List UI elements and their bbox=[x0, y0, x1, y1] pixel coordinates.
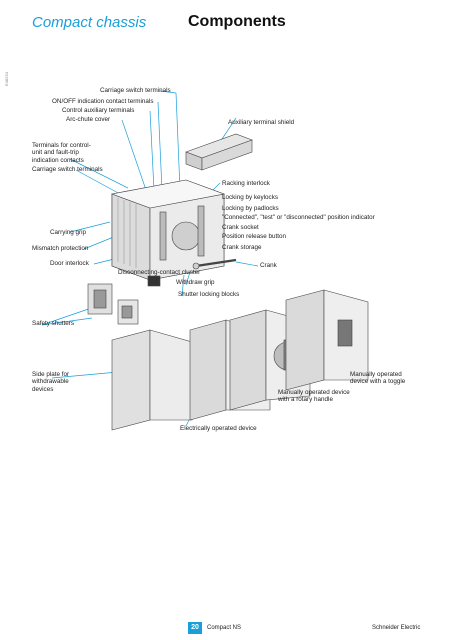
label-carrying-grip: Carrying grip bbox=[50, 229, 87, 236]
label-manual-toggle: Manually operated device with a toggle bbox=[350, 371, 406, 386]
label-onoff-indication: ON/OFF indication contact terminals bbox=[52, 98, 154, 105]
label-locking-padlocks: Locking by padlocks bbox=[222, 205, 279, 212]
label-mismatch-protection: Mismatch protection bbox=[32, 245, 89, 252]
label-locking-keylocks: Locking by keylocks bbox=[222, 194, 278, 201]
label-crank: Crank bbox=[260, 262, 277, 269]
label-arc-chute-cover: Arc-chute cover bbox=[66, 116, 111, 123]
crank-drawing bbox=[192, 258, 237, 270]
label-auxiliary-terminal-shield: Auxiliary terminal shield bbox=[228, 119, 295, 126]
label-withdraw-grip: Withdraw grip bbox=[176, 279, 215, 286]
label-door-interlock: Door interlock bbox=[50, 260, 89, 267]
chassis-drawing bbox=[110, 179, 226, 281]
label-racking-interlock: Racking interlock bbox=[222, 180, 270, 187]
label-position-indicator: "Connected", "test" or "disconnected" po… bbox=[222, 214, 375, 221]
label-position-release: Position release button bbox=[222, 233, 287, 240]
label-side-plate: Side plate for withdrawable devices bbox=[32, 371, 70, 393]
side-plate-drawing bbox=[111, 329, 193, 431]
label-manual-rotary: Manually operated device with a rotary h… bbox=[278, 389, 350, 404]
toggle-device-drawing bbox=[285, 289, 369, 391]
label-electrically-operated: Electrically operated device bbox=[180, 425, 257, 432]
label-shutter-locking: Shutter locking blocks bbox=[178, 291, 240, 298]
label-carriage-switch-terminals-left: Carriage switch terminals bbox=[32, 166, 103, 173]
cluster-drawing bbox=[87, 275, 161, 325]
label-terminals-control-unit: Terminals for control-unit and fault-tri… bbox=[32, 142, 91, 164]
label-crank-storage: Crank storage bbox=[222, 244, 262, 251]
footer-product: Compact NS bbox=[207, 625, 242, 631]
auxiliary-terminal-shield-drawing bbox=[185, 133, 253, 171]
section-title: Compact chassis bbox=[32, 14, 147, 31]
label-crank-socket: Crank socket bbox=[222, 224, 259, 231]
label-control-auxiliary: Control auxiliary terminals bbox=[62, 107, 135, 114]
label-disconnecting-cluster: Disconnecting-contact cluster bbox=[118, 269, 201, 276]
page-number: 20 bbox=[188, 622, 202, 634]
label-safety-shutters: Safety shutters bbox=[32, 320, 74, 327]
page-title: Components bbox=[188, 13, 286, 30]
label-carriage-switch-terminals-top: Carriage switch terminals bbox=[100, 87, 171, 94]
footer-brand: Schneider Electric bbox=[372, 625, 421, 631]
